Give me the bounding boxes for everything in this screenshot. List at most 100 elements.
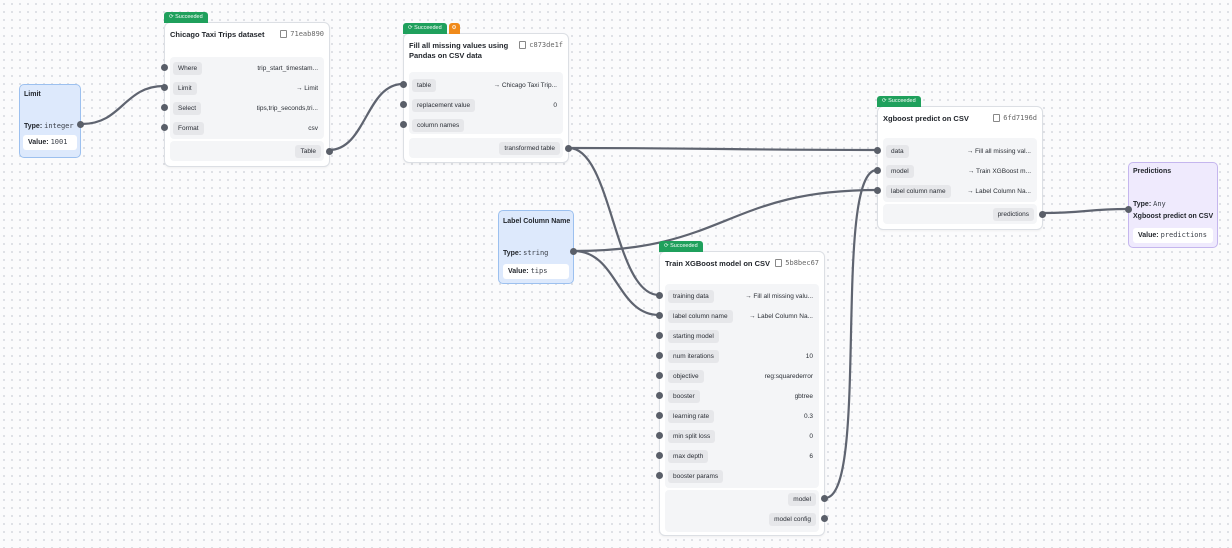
input-port[interactable] bbox=[161, 104, 168, 111]
label-column-constant-node[interactable]: Label Column Name Type: string Value: ti… bbox=[498, 210, 577, 284]
input-row[interactable]: training data→ Fill all missing valu... bbox=[665, 288, 819, 304]
input-port[interactable] bbox=[656, 352, 663, 359]
node-digest: c873de1f bbox=[519, 41, 563, 49]
status-badge: ⟳ Succeeded bbox=[877, 96, 921, 107]
input-row[interactable]: data→ Fill all missing val... bbox=[883, 143, 1037, 159]
input-port[interactable] bbox=[656, 392, 663, 399]
output-row[interactable]: model bbox=[665, 491, 819, 507]
input-port[interactable] bbox=[874, 167, 881, 174]
wire-predict-to-predictions bbox=[1041, 207, 1130, 215]
train-xgboost-node[interactable]: ⟳ Succeeded Train XGBoost model on CSV 5… bbox=[656, 241, 828, 536]
inputs-section: training data→ Fill all missing valu... … bbox=[665, 284, 819, 488]
node-title: Chicago Taxi Trips dataset bbox=[170, 30, 265, 39]
limit-value-field[interactable]: Value: 1001 bbox=[23, 135, 77, 150]
output-port[interactable] bbox=[326, 148, 333, 155]
outputs-section: Table bbox=[170, 141, 324, 161]
output-row[interactable]: Table bbox=[170, 143, 324, 159]
node-title: Train XGBoost model on CSV bbox=[665, 259, 771, 268]
node-title: Xgboost predict on CSV bbox=[883, 114, 969, 123]
output-port[interactable] bbox=[1039, 211, 1046, 218]
limit-output-port[interactable] bbox=[77, 121, 84, 128]
predictions-source: Xgboost predict on CSV bbox=[1133, 213, 1214, 220]
input-row[interactable]: table→ Chicago Taxi Trip... bbox=[409, 77, 563, 93]
status-badge: ⟳ Succeeded bbox=[403, 23, 447, 34]
input-port[interactable] bbox=[656, 452, 663, 459]
input-port[interactable] bbox=[161, 84, 168, 91]
wire-train-model-to-predict bbox=[823, 168, 879, 500]
input-row[interactable]: booster params bbox=[665, 468, 819, 484]
label-column-value-field[interactable]: Value: tips bbox=[503, 264, 569, 279]
predictions-output-node[interactable]: Predictions Type: Any Xgboost predict on… bbox=[1125, 162, 1218, 248]
wire-label-to-train bbox=[572, 249, 661, 317]
label-column-output-port[interactable] bbox=[570, 248, 577, 255]
input-port[interactable] bbox=[400, 121, 407, 128]
input-row[interactable]: model→ Train XGBoost m... bbox=[883, 163, 1037, 179]
input-port[interactable] bbox=[656, 292, 663, 299]
inputs-section: table→ Chicago Taxi Trip... replacement … bbox=[409, 72, 563, 134]
input-row[interactable]: starting model bbox=[665, 328, 819, 344]
wire-limit-to-chicago bbox=[80, 84, 166, 126]
input-port[interactable] bbox=[656, 312, 663, 319]
document-icon bbox=[775, 259, 783, 267]
predictions-value-field[interactable]: Value: predictions bbox=[1133, 228, 1213, 243]
input-port[interactable] bbox=[656, 372, 663, 379]
wire-label-to-predict bbox=[572, 188, 879, 253]
inputs-section: data→ Fill all missing val... model→ Tra… bbox=[883, 138, 1037, 202]
label-column-type: Type: string bbox=[503, 249, 549, 257]
node-title: Fill all missing values using Pandas on … bbox=[409, 41, 509, 60]
wire-fill-to-train-data bbox=[567, 146, 661, 297]
limit-constant-node[interactable]: Limit Type: integer Value: 1001 bbox=[19, 84, 84, 158]
document-icon bbox=[519, 41, 527, 49]
input-port[interactable] bbox=[161, 64, 168, 71]
label-column-title: Label Column Name bbox=[503, 218, 571, 225]
output-row[interactable]: predictions bbox=[883, 206, 1037, 222]
status-badge: ⟳ Succeeded bbox=[659, 241, 703, 252]
document-icon bbox=[280, 30, 288, 38]
input-port[interactable] bbox=[874, 147, 881, 154]
limit-title: Limit bbox=[24, 91, 41, 98]
outputs-section: transformed table bbox=[409, 138, 563, 158]
fill-missing-values-node[interactable]: ⟳ Succeeded ⚙ Fill all missing values us… bbox=[400, 23, 572, 163]
input-row[interactable]: label column name→ Label Column Na... bbox=[883, 183, 1037, 199]
input-row[interactable]: column names bbox=[409, 117, 563, 133]
input-port[interactable] bbox=[656, 332, 663, 339]
input-port[interactable] bbox=[874, 187, 881, 194]
status-badge: ⟳ Succeeded bbox=[164, 12, 208, 23]
input-port[interactable] bbox=[656, 432, 663, 439]
input-row[interactable]: Limit→ Limit bbox=[170, 80, 324, 96]
input-port[interactable] bbox=[656, 412, 663, 419]
input-row[interactable]: label column name→ Label Column Na... bbox=[665, 308, 819, 324]
output-port[interactable] bbox=[821, 495, 828, 502]
predictions-title: Predictions bbox=[1133, 168, 1172, 175]
wire-fill-to-predict-data bbox=[567, 146, 879, 152]
xgboost-predict-node[interactable]: ⟳ Succeeded Xgboost predict on CSV 6fd71… bbox=[874, 96, 1046, 230]
output-row[interactable]: transformed table bbox=[409, 140, 563, 156]
node-digest: 6fd7196d bbox=[993, 114, 1037, 122]
cache-icon: ⚙ bbox=[448, 23, 460, 34]
node-digest: 5b8bec67 bbox=[775, 259, 819, 267]
chicago-taxi-node[interactable]: ⟳ Succeeded Chicago Taxi Trips dataset 7… bbox=[161, 12, 333, 167]
limit-type: Type: integer bbox=[24, 122, 74, 130]
input-port[interactable] bbox=[400, 101, 407, 108]
input-port[interactable] bbox=[400, 81, 407, 88]
predictions-type: Type: Any bbox=[1133, 200, 1166, 208]
input-port[interactable] bbox=[656, 472, 663, 479]
input-port[interactable] bbox=[161, 124, 168, 131]
document-icon bbox=[993, 114, 1001, 122]
wire-chicago-to-fill bbox=[327, 82, 405, 152]
output-port[interactable] bbox=[821, 515, 828, 522]
predictions-input-port[interactable] bbox=[1125, 206, 1132, 213]
output-row[interactable]: model config bbox=[665, 511, 819, 527]
output-port[interactable] bbox=[565, 145, 572, 152]
